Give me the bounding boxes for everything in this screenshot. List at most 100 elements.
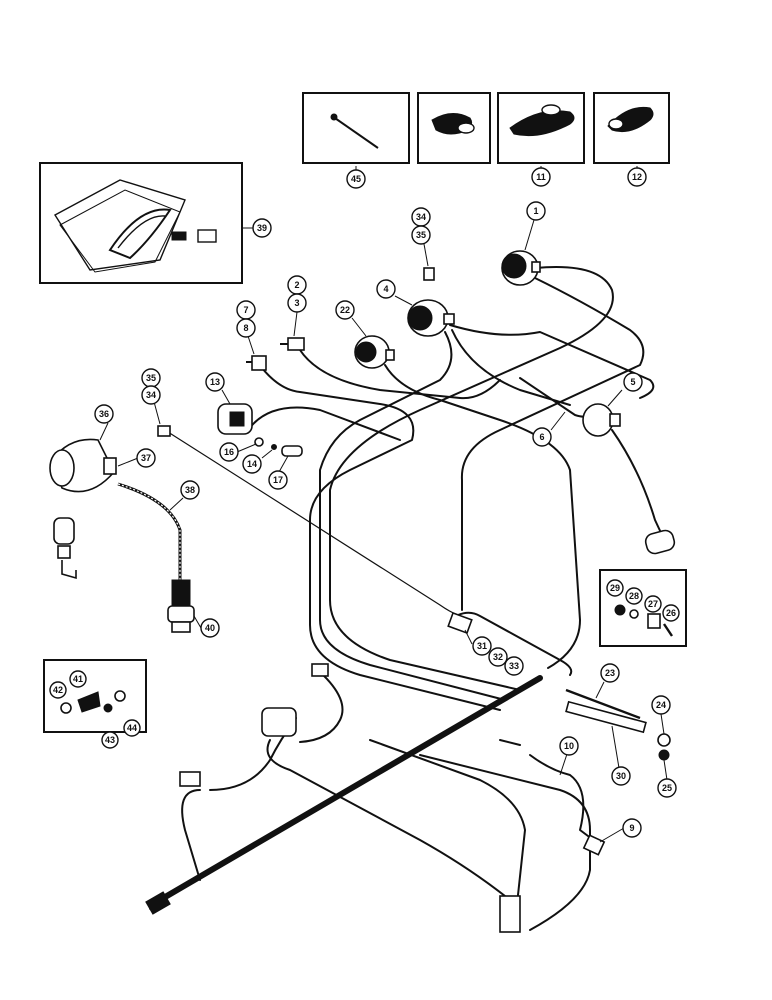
callout-33: 33: [504, 656, 524, 676]
callout-8: 8: [236, 318, 256, 338]
callout-16: 16: [219, 442, 239, 462]
callout-27: 27: [644, 595, 662, 613]
callout-10: 10: [559, 736, 579, 756]
callout-43-label: 43: [105, 735, 115, 745]
bulb-34-35-top: [423, 267, 435, 281]
callout-1-label: 1: [533, 206, 538, 216]
callout-6: 6: [532, 427, 552, 447]
callout-9: 9: [622, 818, 642, 838]
callout-22-label: 22: [340, 305, 350, 315]
callout-35-top-label: 35: [416, 230, 426, 240]
callout-35-top: 35: [411, 225, 431, 245]
callout-23: 23: [600, 663, 620, 683]
cable-38: [117, 482, 182, 580]
callout-32-label: 32: [493, 652, 503, 662]
callout-30: 30: [611, 766, 631, 786]
adapter-40: [167, 579, 195, 633]
callout-28: 28: [625, 587, 643, 605]
callout-35-left: 35: [141, 368, 161, 388]
callout-27-label: 27: [648, 599, 658, 609]
gauge-1: [501, 250, 541, 286]
gauge-36: [49, 438, 117, 493]
callout-35-left-label: 35: [146, 373, 156, 383]
callout-45-label: 45: [351, 174, 361, 184]
inset-box-12: [593, 92, 670, 164]
bulb-34-35-left: [157, 425, 171, 437]
callout-37: 37: [136, 448, 156, 468]
callout-36-label: 36: [99, 409, 109, 419]
wiring-harness: [148, 265, 663, 931]
callout-14: 14: [242, 454, 262, 474]
callout-37-label: 37: [141, 453, 151, 463]
callout-26: 26: [662, 604, 680, 622]
switch-9: [582, 834, 606, 856]
callout-30-label: 30: [616, 771, 626, 781]
callout-2: 2: [287, 275, 307, 295]
washers-24-25: [657, 733, 671, 761]
sender-2-3: [280, 337, 305, 351]
callout-3-label: 3: [294, 298, 299, 308]
sleeve-30: [565, 700, 647, 734]
cable-23: [565, 688, 641, 720]
lamp-5: [582, 403, 621, 437]
callout-29: 29: [606, 579, 624, 597]
callout-31-label: 31: [477, 641, 487, 651]
switch-parts-14-16-17: [254, 437, 303, 457]
callout-11: 11: [531, 167, 551, 187]
callout-22: 22: [335, 300, 355, 320]
connector-31: [447, 611, 473, 635]
callout-44-label: 44: [127, 723, 137, 733]
callout-24: 24: [651, 695, 671, 715]
harness-plug-lower: [145, 891, 171, 915]
callout-40: 40: [200, 618, 220, 638]
callout-4: 4: [376, 279, 396, 299]
plug-end: [644, 529, 676, 555]
inset-box-39: [39, 162, 243, 284]
gauge-22: [354, 335, 395, 369]
callout-34-left: 34: [141, 385, 161, 405]
callout-45: 45: [346, 169, 366, 189]
callout-44: 44: [123, 719, 141, 737]
callout-14-label: 14: [247, 459, 257, 469]
callout-1: 1: [526, 201, 546, 221]
callout-7-label: 7: [243, 305, 248, 315]
callout-24-label: 24: [656, 700, 666, 710]
callout-25-label: 25: [662, 783, 672, 793]
callout-38: 38: [180, 480, 200, 500]
callout-12-label: 12: [632, 172, 642, 182]
callout-42: 42: [49, 681, 67, 699]
callout-42-label: 42: [53, 685, 63, 695]
callout-5: 5: [623, 372, 643, 392]
connector-left-lower: [179, 771, 201, 787]
inset-box-11: [497, 92, 585, 164]
relay-lower: [261, 707, 297, 737]
callout-33-label: 33: [509, 661, 519, 671]
inset-box-45: [302, 92, 410, 164]
callout-2-label: 2: [294, 280, 299, 290]
callout-43: 43: [101, 731, 119, 749]
fitting-left: [53, 517, 77, 580]
callout-36: 36: [94, 404, 114, 424]
inset-box-clip-a: [417, 92, 491, 164]
callout-13: 13: [205, 372, 225, 392]
callout-28-label: 28: [629, 591, 639, 601]
callout-41: 41: [69, 670, 87, 688]
callout-31: 31: [472, 636, 492, 656]
callout-29-label: 29: [610, 583, 620, 593]
callout-34-top-label: 34: [416, 212, 426, 222]
callout-12: 12: [627, 167, 647, 187]
callout-7: 7: [236, 300, 256, 320]
callout-9-label: 9: [629, 823, 634, 833]
callout-26-label: 26: [666, 608, 676, 618]
sender-7-8: [246, 355, 267, 371]
callout-10-label: 10: [564, 741, 574, 751]
callout-8-label: 8: [243, 323, 248, 333]
gauge-4: [407, 299, 455, 337]
callout-34-top: 34: [411, 207, 431, 227]
leader-lines: [99, 166, 668, 843]
callout-32: 32: [488, 647, 508, 667]
switch-13: [217, 403, 253, 435]
callout-38-label: 38: [185, 485, 195, 495]
callout-4-label: 4: [383, 284, 388, 294]
